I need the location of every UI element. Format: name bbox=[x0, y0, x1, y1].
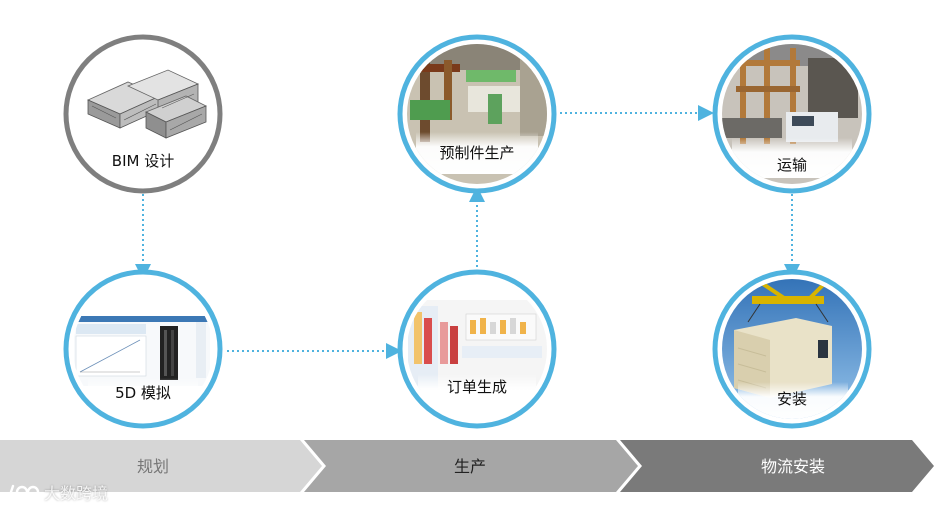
node-order-generation: 订单生成 bbox=[397, 269, 557, 429]
node-label: 安装 bbox=[777, 390, 807, 408]
node-5d-simulation: 5D 模拟 bbox=[63, 269, 223, 429]
node-label: 运输 bbox=[777, 156, 807, 174]
node-prefab-production: 预制件生产 bbox=[397, 34, 557, 194]
stage-3-label: 物流安装 bbox=[761, 457, 825, 476]
stage-bar: 规划 生产 物流安装 bbox=[0, 440, 934, 492]
node-installation: 安装 bbox=[712, 269, 872, 429]
watermark: 大数跨境 bbox=[6, 480, 108, 504]
node-bim-design: BIM 设计 bbox=[63, 34, 223, 194]
stage-1-label: 规划 bbox=[137, 457, 169, 476]
software-screenshot-icon bbox=[74, 316, 210, 386]
node-transport: 运输 bbox=[712, 34, 872, 194]
node-label: 订单生成 bbox=[447, 378, 507, 396]
building-model-icon bbox=[87, 69, 207, 139]
node-label: 预制件生产 bbox=[439, 144, 514, 162]
stage-1-chevron bbox=[0, 440, 322, 492]
stage-2-chevron bbox=[304, 440, 638, 492]
watermark-text: 大数跨境 bbox=[44, 484, 109, 503]
stage-2-label: 生产 bbox=[454, 457, 486, 476]
node-label: BIM 设计 bbox=[112, 152, 174, 170]
stage-3-chevron bbox=[620, 440, 934, 492]
node-label: 5D 模拟 bbox=[115, 384, 171, 402]
watermark-logo bbox=[7, 484, 40, 500]
